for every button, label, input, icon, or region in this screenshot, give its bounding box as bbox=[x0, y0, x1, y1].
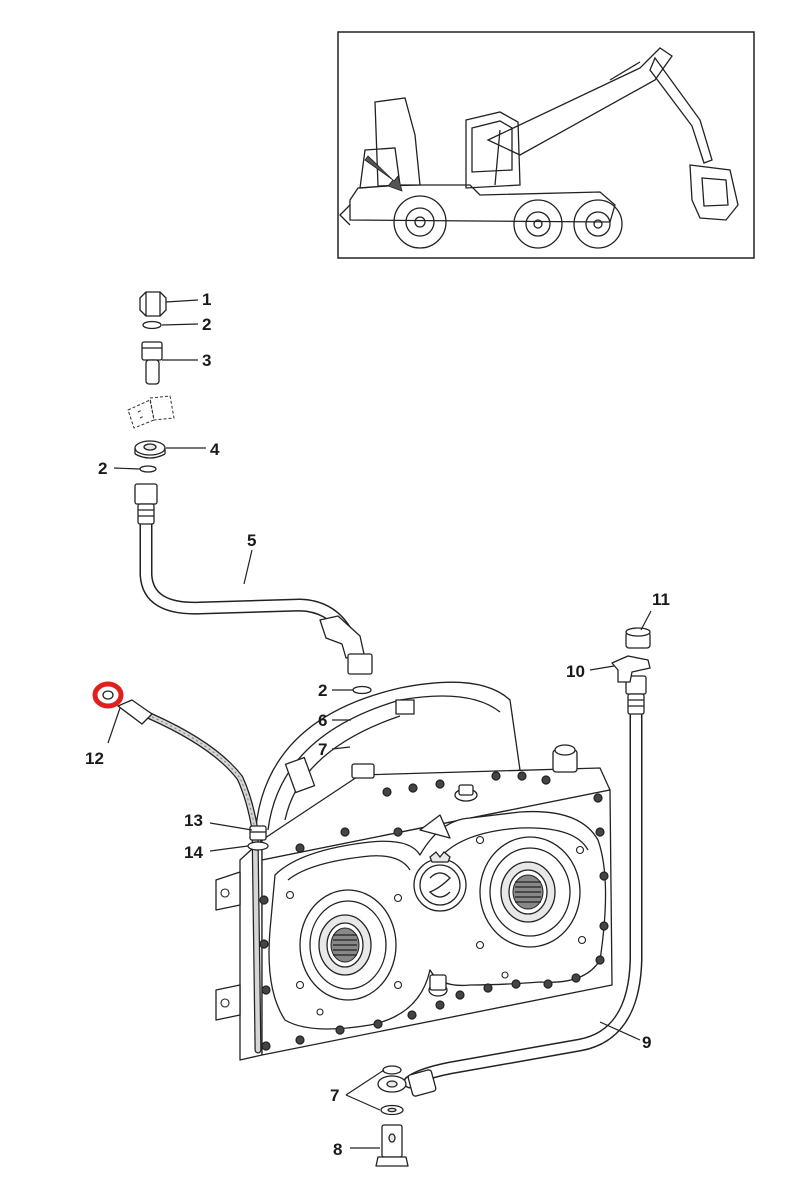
part-2-seal-middle[interactable] bbox=[139, 465, 157, 473]
part-7-seal-bottom-upper[interactable] bbox=[382, 1065, 402, 1075]
part-9-hose[interactable] bbox=[377, 675, 647, 1097]
callout-14[interactable]: 14 bbox=[184, 843, 203, 862]
callouts: 1 2 3 4 2 5 11 10 2 6 7 12 13 14 9 7 8 bbox=[85, 290, 670, 1159]
part-1-nut[interactable] bbox=[139, 291, 167, 317]
dashed-port-outline bbox=[127, 395, 175, 429]
part-5-hose[interactable] bbox=[134, 483, 373, 675]
callout-3[interactable]: 3 bbox=[202, 351, 211, 370]
callout-7-top[interactable]: 7 bbox=[318, 740, 327, 759]
callout-13[interactable]: 13 bbox=[184, 811, 203, 830]
callout-11[interactable]: 11 bbox=[652, 590, 670, 609]
callout-12[interactable]: 12 bbox=[85, 749, 104, 768]
gearbox-bolts bbox=[259, 771, 609, 1051]
gearbox-housing bbox=[215, 681, 613, 1061]
callout-6[interactable]: 6 bbox=[318, 711, 327, 730]
part-11-plug[interactable] bbox=[625, 627, 651, 649]
leader-lines bbox=[107, 299, 652, 1149]
part-4-seal-washer[interactable] bbox=[134, 440, 166, 459]
part-2-seal-lower[interactable] bbox=[352, 685, 372, 695]
part-7-seal-bottom-lower[interactable] bbox=[380, 1104, 404, 1116]
part-12-lube-line[interactable] bbox=[117, 699, 262, 1054]
callout-1[interactable]: 1 bbox=[202, 290, 211, 309]
part-14-washer[interactable] bbox=[247, 841, 269, 851]
part-8-banjo-bolt[interactable] bbox=[375, 1124, 409, 1167]
machine-location-inset bbox=[337, 31, 755, 259]
callout-2-middle[interactable]: 2 bbox=[98, 459, 107, 478]
callout-4[interactable]: 4 bbox=[210, 440, 220, 459]
callout-7-bottom[interactable]: 7 bbox=[330, 1086, 339, 1105]
callout-2-lower[interactable]: 2 bbox=[318, 681, 327, 700]
part-13-fitting[interactable] bbox=[249, 825, 267, 841]
callout-2-top[interactable]: 2 bbox=[202, 315, 211, 334]
part-12-eye-fitting-highlight[interactable] bbox=[92, 681, 124, 709]
highlight-ring bbox=[92, 681, 124, 709]
part-10-bracket[interactable] bbox=[611, 655, 651, 683]
callout-10[interactable]: 10 bbox=[566, 662, 585, 681]
part-3-adapter[interactable] bbox=[141, 341, 163, 385]
callout-8[interactable]: 8 bbox=[333, 1140, 342, 1159]
part-2-seal-top[interactable] bbox=[142, 320, 162, 330]
callout-9[interactable]: 9 bbox=[642, 1033, 651, 1052]
callout-5[interactable]: 5 bbox=[247, 531, 256, 550]
